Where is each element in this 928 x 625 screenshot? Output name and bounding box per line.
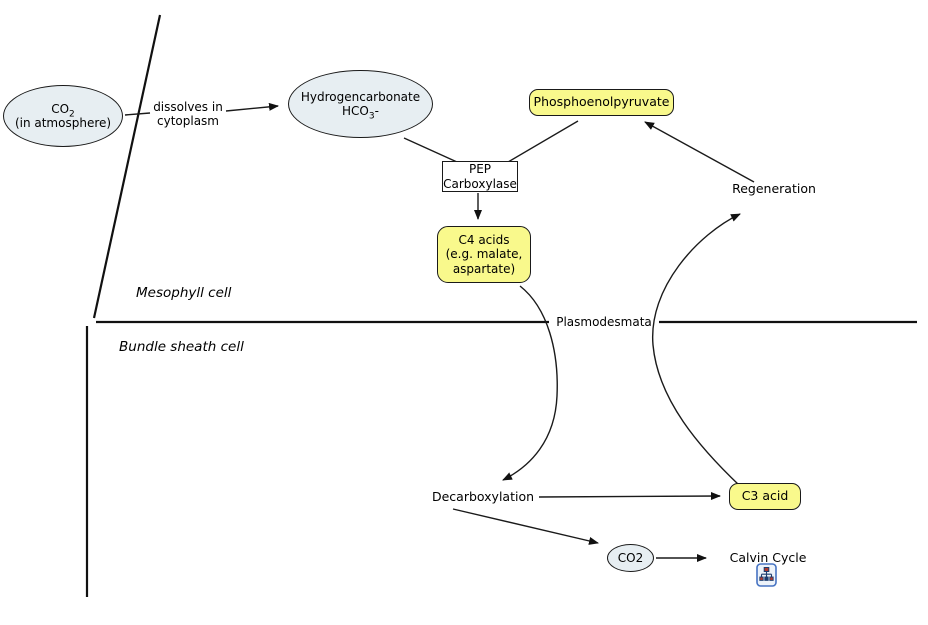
arrow-dissolves-to-hydrogencarbonate bbox=[225, 102, 279, 112]
linking-phrase-regeneration[interactable]: Regeneration bbox=[729, 181, 819, 197]
node-co2-atmosphere[interactable]: CO2 (in atmosphere) bbox=[3, 85, 123, 147]
node-label: (e.g. malate, bbox=[445, 247, 523, 262]
node-c4-acids[interactable]: C4 acids (e.g. malate, aspartate) bbox=[437, 226, 531, 283]
node-label: CO2 bbox=[617, 550, 644, 565]
arrow-c4-acids-to-decarboxylation-curve bbox=[502, 285, 558, 481]
linking-phrase-label: dissolves in bbox=[153, 99, 223, 114]
linking-phrase-plasmodesmata[interactable]: Plasmodesmata bbox=[554, 314, 654, 330]
node-co2-bundle-sheath[interactable]: CO2 bbox=[607, 544, 654, 572]
concept-map-resource-icon[interactable] bbox=[756, 563, 777, 587]
arrow-c3-acid-to-regeneration-curve bbox=[652, 213, 741, 487]
connector-hydrogencarbonate-to-pep-carboxylase bbox=[403, 137, 458, 163]
node-label: PEP bbox=[468, 162, 492, 177]
linking-phrase-dissolves-in-cytoplasm[interactable]: dissolves in cytoplasm bbox=[148, 99, 228, 129]
linking-phrase-label: cytoplasm bbox=[157, 114, 219, 128]
node-phosphoenolpyruvate[interactable]: Phosphoenolpyruvate bbox=[529, 89, 674, 116]
node-c3-acid[interactable]: C3 acid bbox=[729, 483, 801, 510]
node-label: HCO3- bbox=[342, 104, 379, 122]
node-label: C4 acids bbox=[458, 233, 510, 248]
node-calvin-cycle[interactable]: Calvin Cycle bbox=[724, 550, 812, 567]
mesophyll-cell-left-boundary-line bbox=[92, 14, 162, 319]
arrow-decarboxylation-to-c3-acid bbox=[538, 492, 721, 501]
arrow-decarboxylation-to-co2 bbox=[452, 508, 599, 545]
node-label: Phosphoenolpyruvate bbox=[533, 94, 670, 110]
node-label: C3 acid bbox=[741, 488, 789, 504]
region-label-bundle-sheath-cell: Bundle sheath cell bbox=[119, 339, 244, 355]
linking-phrase-label: Plasmodesmata bbox=[556, 314, 652, 329]
arrow-regeneration-to-phosphoenolpyruvate bbox=[644, 121, 755, 183]
node-pep-carboxylase[interactable]: PEP Carboxylase bbox=[442, 161, 518, 192]
region-label-mesophyll-cell: Mesophyll cell bbox=[136, 285, 232, 301]
node-label: aspartate) bbox=[452, 261, 516, 276]
node-label: Hydrogencarbonate bbox=[300, 89, 421, 104]
node-label: Carboxylase bbox=[443, 176, 517, 191]
connector-phosphoenolpyruvate-to-pep-carboxylase bbox=[507, 120, 579, 163]
connector-co2-to-dissolves bbox=[124, 112, 151, 116]
node-label: Calvin Cycle bbox=[729, 550, 807, 566]
linking-phrase-label: Decarboxylation bbox=[431, 488, 535, 504]
linking-phrase-decarboxylation[interactable]: Decarboxylation bbox=[427, 489, 539, 505]
node-hydrogencarbonate[interactable]: Hydrogencarbonate HCO3- bbox=[288, 70, 433, 138]
node-label: CO2 bbox=[51, 101, 75, 120]
node-label: (in atmosphere) bbox=[14, 116, 112, 130]
linking-phrase-label: Regeneration bbox=[732, 180, 816, 196]
